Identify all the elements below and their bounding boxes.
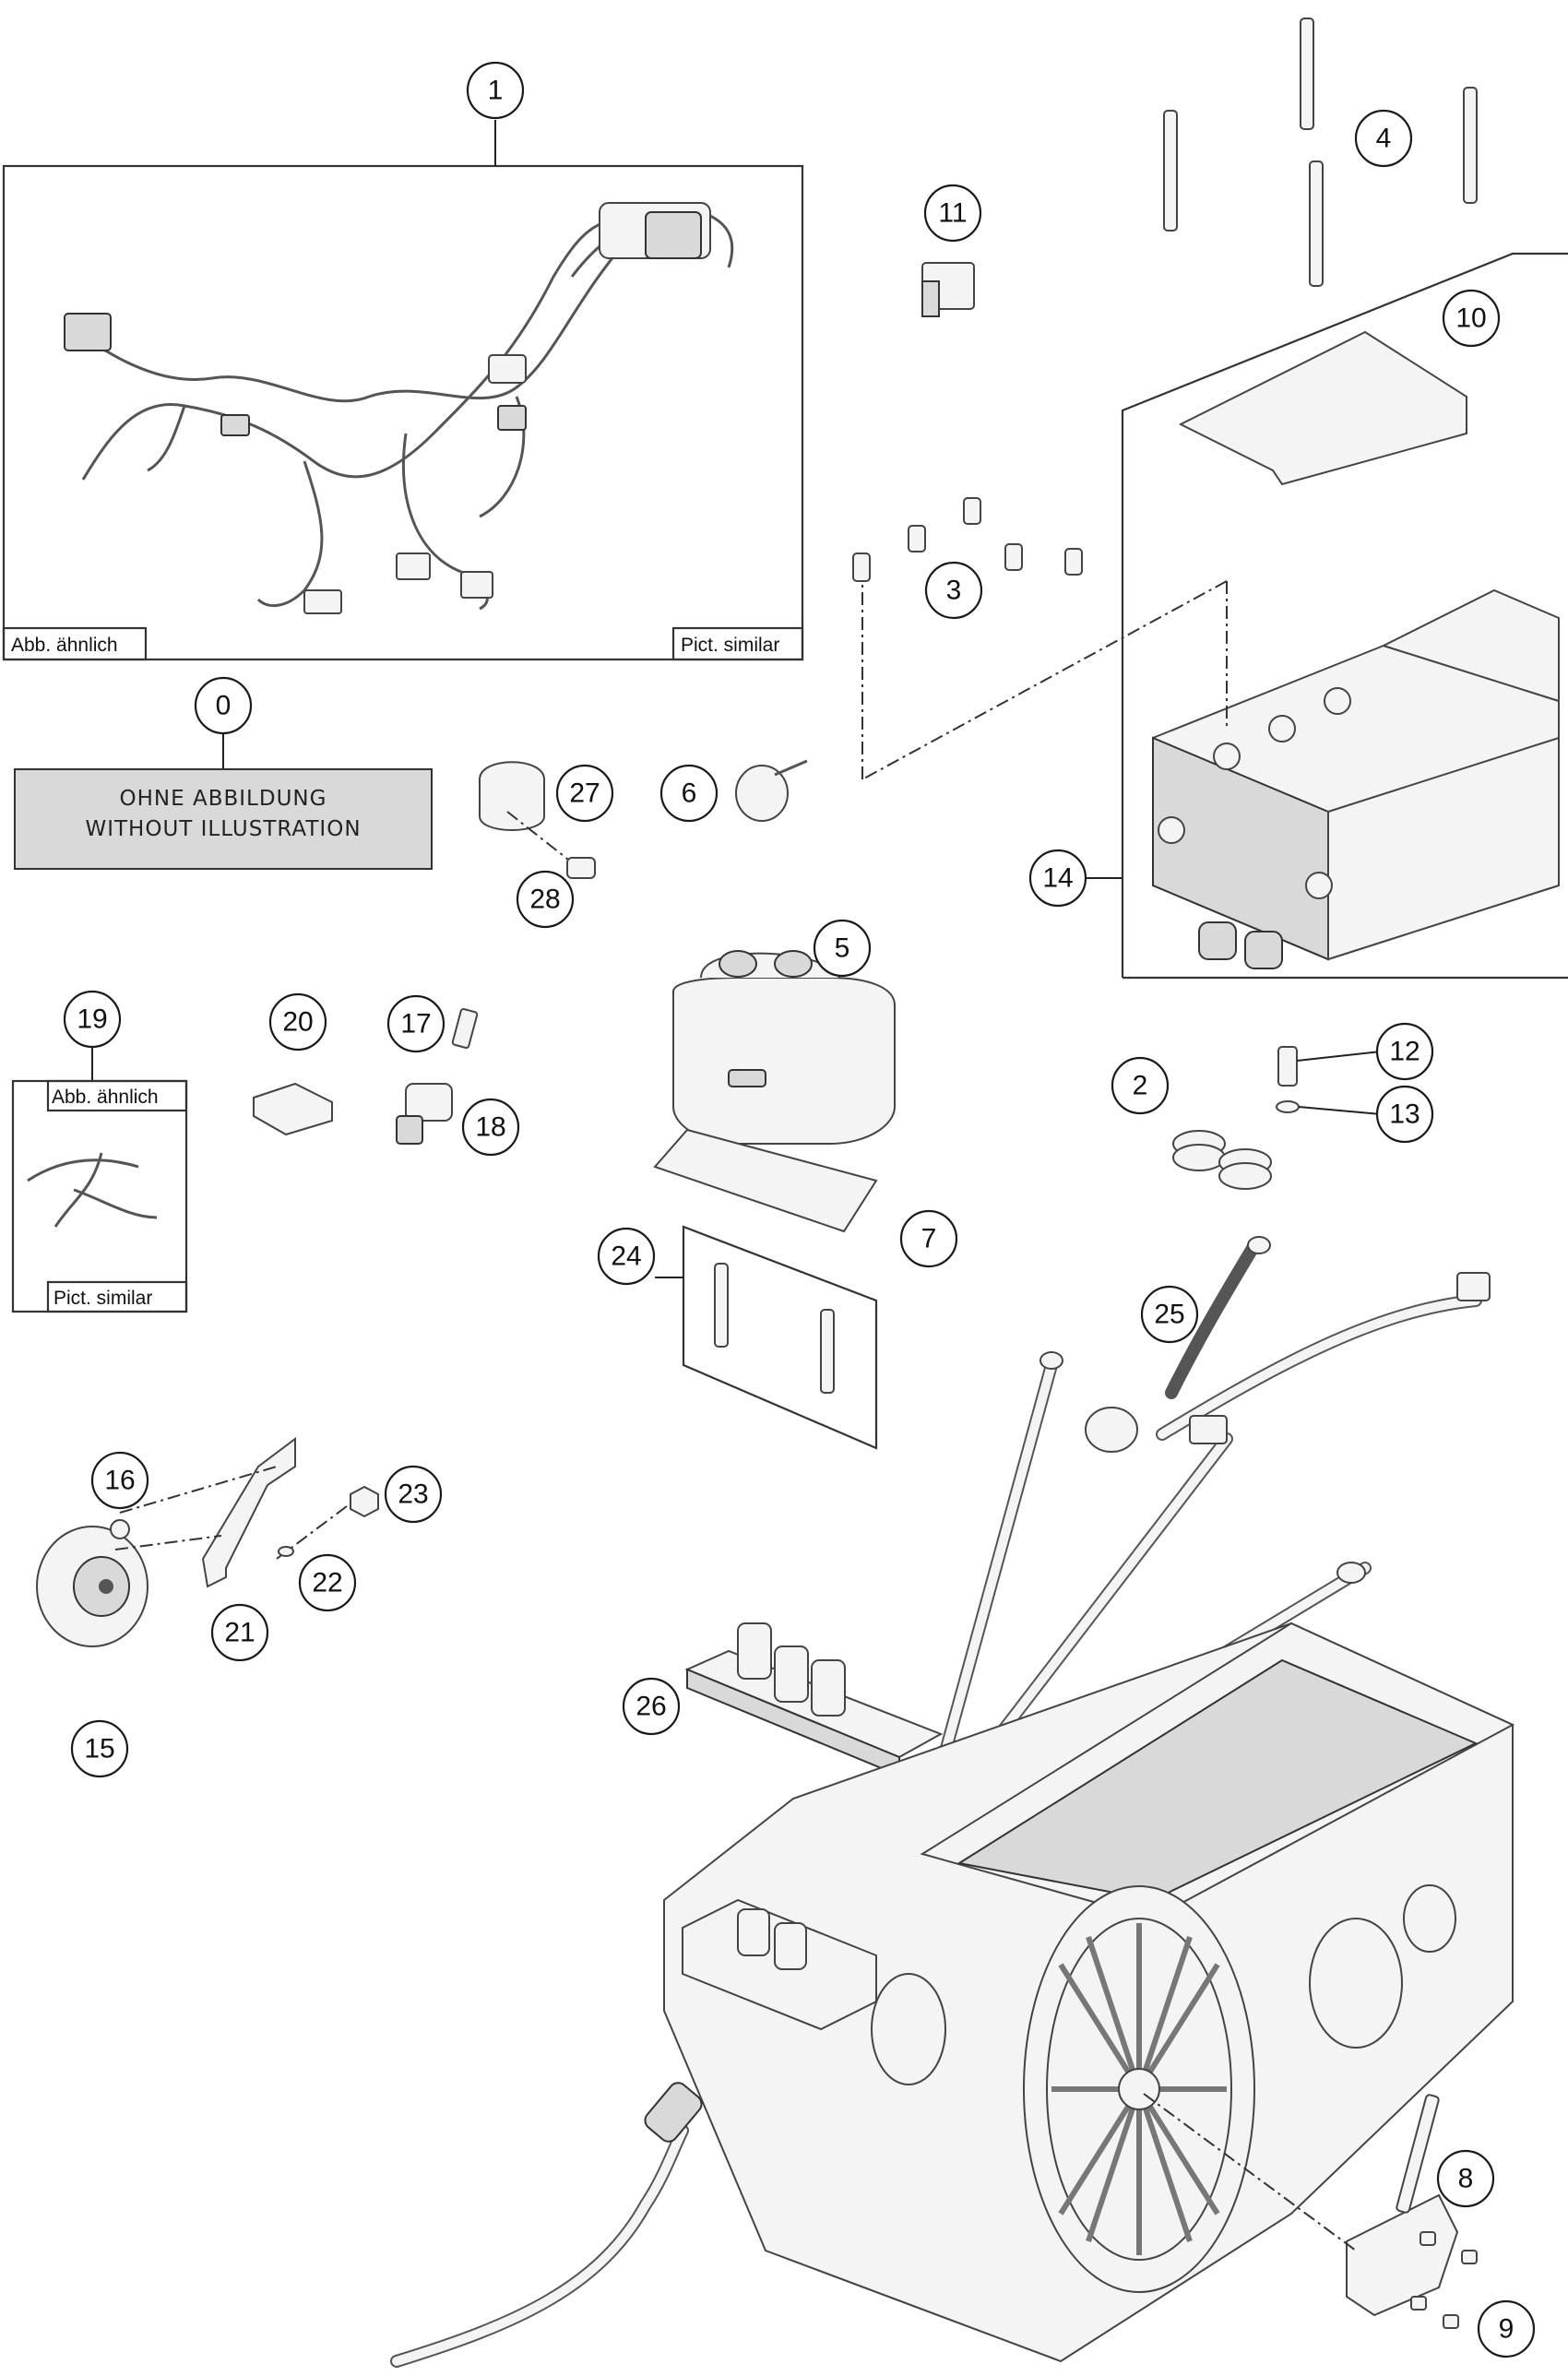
- small-harness-group: Abb. ähnlich Pict. similar: [11, 1043, 188, 1313]
- callout-12: 12: [1375, 1022, 1434, 1081]
- svg-text:26: 26: [636, 1692, 666, 1722]
- callout-10: 10: [1442, 289, 1501, 348]
- svg-text:23: 23: [398, 1479, 428, 1510]
- motor-housing: [663, 1622, 1515, 2363]
- screws-long: [1163, 18, 1478, 287]
- callout-19: 19: [63, 990, 122, 1049]
- callout-15: 15: [70, 1719, 129, 1778]
- relay: [253, 1082, 333, 1136]
- springs: [1172, 1130, 1272, 1190]
- callout-3: 3: [924, 561, 983, 620]
- callout-7: 7: [899, 1209, 958, 1268]
- callout-14: 14: [1028, 849, 1087, 908]
- note-text-de: OHNE ABBILDUNG: [120, 787, 327, 811]
- cable-tie: [735, 759, 808, 822]
- svg-text:22: 22: [312, 1568, 342, 1598]
- note-text-en: WITHOUT ILLUSTRATION: [85, 817, 361, 841]
- svg-text:2: 2: [1133, 1071, 1148, 1101]
- svg-text:10: 10: [1455, 303, 1486, 334]
- controller-cover: [1178, 330, 1467, 486]
- callout-21: 21: [210, 1603, 269, 1662]
- callout-2: 2: [1111, 1056, 1170, 1115]
- svg-text:13: 13: [1389, 1099, 1420, 1130]
- callout-20: 20: [268, 992, 327, 1051]
- svg-text:6: 6: [682, 778, 697, 809]
- svg-text:1: 1: [488, 76, 504, 106]
- small-pict-label-de: Abb. ähnlich: [52, 1087, 159, 1108]
- svg-text:14: 14: [1042, 863, 1073, 894]
- screw-12: [1277, 1046, 1382, 1087]
- svg-text:27: 27: [569, 778, 600, 809]
- nut-23: [350, 1485, 379, 1518]
- callout-0: 0: [194, 676, 253, 735]
- svg-text:28: 28: [529, 885, 560, 915]
- svg-text:24: 24: [611, 1241, 641, 1272]
- svg-text:7: 7: [921, 1224, 937, 1254]
- callout-8: 8: [1436, 2149, 1495, 2208]
- svg-text:4: 4: [1376, 124, 1392, 154]
- dash-gasket: [653, 1128, 878, 1233]
- bolt-16: [110, 1519, 130, 1539]
- svg-text:21: 21: [224, 1618, 255, 1648]
- sensor-plug: [396, 1083, 453, 1145]
- screws-9: [1410, 2231, 1478, 2329]
- clip: [451, 1008, 479, 1049]
- callout-28: 28: [516, 870, 575, 929]
- controller-unit: [1152, 588, 1560, 969]
- no-illustration-note: OHNE ABBILDUNG WITHOUT ILLUSTRATION: [14, 731, 433, 870]
- washer-13: [1276, 1100, 1382, 1115]
- wiring-harness-group: Abb. ähnlich Pict. similar: [2, 120, 804, 661]
- callout-6: 6: [659, 764, 719, 823]
- svg-text:12: 12: [1389, 1037, 1420, 1067]
- bolt-small: [566, 857, 596, 879]
- washer-22: [278, 1546, 294, 1557]
- pict-similar-label-en: Pict. similar: [681, 635, 779, 656]
- small-harness: [27, 1152, 158, 1228]
- callout-25: 25: [1140, 1285, 1199, 1344]
- wiring-harness-frame: [2, 164, 804, 661]
- dash-bolts-panel: [655, 1225, 878, 1450]
- svg-text:16: 16: [104, 1466, 135, 1496]
- controller-unit-group: [861, 252, 1568, 980]
- horn-bracket: [114, 1437, 351, 1588]
- svg-text:17: 17: [400, 1009, 431, 1040]
- svg-text:0: 0: [216, 691, 232, 721]
- connector-small: [921, 262, 975, 317]
- small-pict-label-en: Pict. similar: [53, 1288, 152, 1309]
- callout-23: 23: [384, 1465, 443, 1524]
- bottom-cable: [390, 2082, 703, 2368]
- callout-11: 11: [923, 184, 982, 243]
- callout-17: 17: [386, 994, 445, 1053]
- wiring-harness: [64, 202, 734, 614]
- grommet: [479, 761, 573, 863]
- callout-13: 13: [1375, 1085, 1434, 1144]
- callout-27: 27: [555, 764, 614, 823]
- callout-9: 9: [1477, 2299, 1536, 2358]
- svg-text:3: 3: [946, 576, 962, 606]
- callout-4: 4: [1354, 109, 1413, 168]
- svg-text:20: 20: [282, 1007, 313, 1038]
- dash-housing: [672, 950, 896, 1145]
- svg-text:8: 8: [1458, 2164, 1474, 2194]
- pict-similar-label-de: Abb. ähnlich: [11, 635, 118, 656]
- svg-text:25: 25: [1154, 1300, 1184, 1330]
- callout-26: 26: [622, 1677, 681, 1736]
- svg-text:9: 9: [1499, 2314, 1515, 2345]
- callout-22: 22: [298, 1553, 357, 1612]
- svg-text:18: 18: [475, 1112, 505, 1143]
- callout-16: 16: [90, 1451, 149, 1510]
- screws-small: [852, 497, 1083, 582]
- callout-1: 1: [466, 61, 525, 120]
- callout-5: 5: [813, 919, 872, 978]
- svg-text:11: 11: [938, 198, 967, 229]
- callout-24: 24: [597, 1227, 656, 1286]
- svg-text:19: 19: [77, 1004, 107, 1035]
- sensor-plate: [1143, 2093, 1459, 2317]
- horn: [36, 1526, 148, 1647]
- terminal-block: [684, 1622, 944, 1777]
- callout-18: 18: [461, 1098, 520, 1157]
- svg-text:15: 15: [84, 1734, 114, 1764]
- svg-text:5: 5: [835, 933, 850, 964]
